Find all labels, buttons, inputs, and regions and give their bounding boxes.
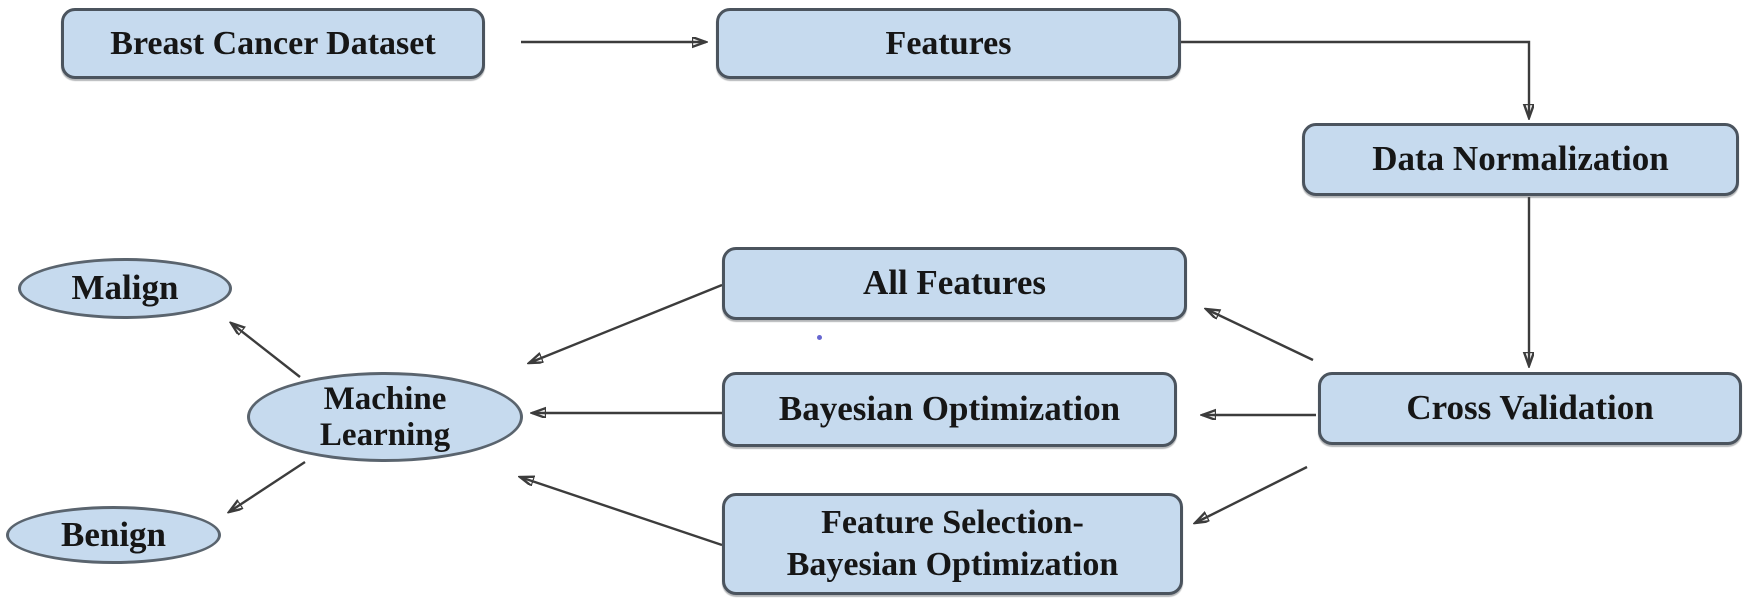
node-cross-validation-label: Cross Validation [1406, 388, 1654, 428]
node-feature-selection-bayesian-optimization: Feature Selection- Bayesian Optimization [722, 493, 1183, 595]
node-features-label: Features [885, 24, 1012, 62]
node-all-features: All Features [722, 247, 1187, 320]
arrow-ml-to-benign [229, 460, 306, 512]
node-features: Features [716, 8, 1181, 79]
arrow-crossval-to-allfeatures [1206, 309, 1314, 362]
node-cross-validation: Cross Validation [1318, 372, 1742, 445]
node-data-normalization-label: Data Normalization [1372, 139, 1669, 179]
node-benign-label: Benign [60, 514, 167, 554]
node-breast-cancer-dataset: Breast Cancer Dataset [61, 8, 485, 79]
stray-dot-artifact [817, 335, 822, 340]
node-machine-learning: Machine Learning [247, 372, 523, 462]
node-malign: Malign [18, 258, 232, 319]
node-bayesian-optimization: Bayesian Optimization [722, 372, 1177, 447]
node-feature-selection-label-line2: Bayesian Optimization [786, 546, 1119, 583]
node-bayesian-optimization-label: Bayesian Optimization [778, 389, 1121, 429]
node-benign: Benign [6, 506, 221, 564]
node-feature-selection-label-line1: Feature Selection- [821, 503, 1084, 541]
arrow-allfeatures-to-ml [529, 283, 723, 363]
arrow-features-to-normalization [1181, 40, 1529, 118]
arrow-crossval-to-featsel [1195, 465, 1308, 523]
arrow-ml-to-malign [231, 323, 301, 378]
node-data-normalization: Data Normalization [1302, 123, 1739, 196]
node-breast-cancer-dataset-label: Breast Cancer Dataset [110, 24, 436, 62]
node-all-features-label: All Features [862, 263, 1047, 303]
arrow-featsel-to-ml [520, 477, 723, 547]
node-machine-learning-label: Machine Learning [319, 380, 451, 453]
node-malign-label: Malign [71, 268, 179, 308]
